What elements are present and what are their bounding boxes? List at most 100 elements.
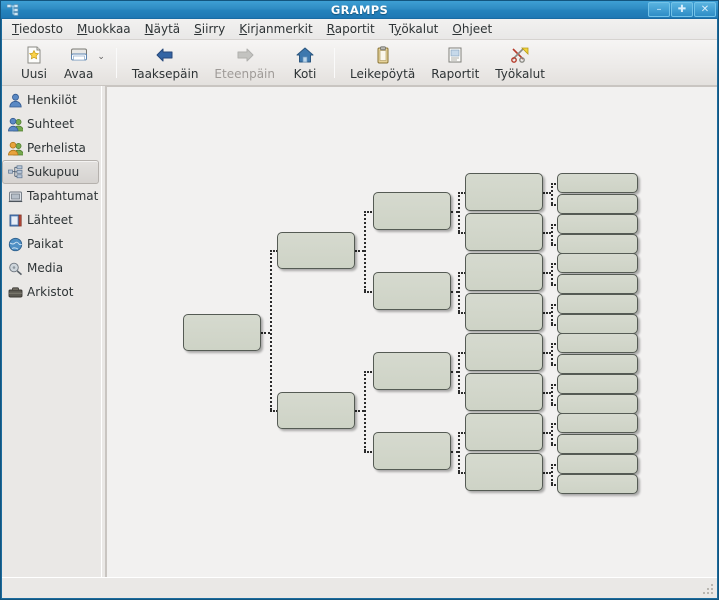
menu-tiedosto[interactable]: Tiedosto [5,20,70,39]
person-box[interactable] [277,392,355,429]
person-box[interactable] [465,413,543,451]
menu-muokkaa[interactable]: Muokkaa [70,20,138,39]
person-box[interactable] [557,374,638,394]
sidebar-item-arkistot[interactable]: Arkistot [2,280,101,304]
new-document-icon [24,44,44,66]
resize-grip-icon[interactable] [701,582,715,596]
title-bar[interactable]: GRAMPS – ✚ ✕ [1,1,718,19]
person-box[interactable] [557,194,638,214]
menu-kirjanmerkit[interactable]: Kirjanmerkit [232,20,319,39]
connector-bracket [270,250,272,410]
menu-tiedosto-label: iedosto [18,21,63,36]
toolbar-tyokalut[interactable]: Työkalut [487,43,553,83]
connector-stub [451,371,458,373]
toolbar-taaksepain-label: Taaksepäin [131,66,199,81]
person-box[interactable] [465,373,543,411]
toolbar-eteenpain: Eteenpäin [206,43,283,83]
menu-siirry-mnemonic: S [194,21,202,36]
person-box[interactable] [277,232,355,269]
open-folder-icon [69,44,89,66]
person-box[interactable] [465,333,543,371]
connector-arm [551,364,559,366]
pedigree-view[interactable] [106,86,717,577]
sidebar-item-henkilot[interactable]: Henkilöt [2,88,101,112]
sidebar-item-perhelista[interactable]: Perhelista [2,136,101,160]
menu-ohjeet[interactable]: Ohjeet [445,20,499,39]
person-box[interactable] [557,413,638,433]
menu-raportit-label: aportit [334,21,375,36]
maximize-button[interactable]: ✚ [671,2,693,17]
menu-tyokalut[interactable]: Työkalut [382,20,446,39]
connector-arm [551,183,559,185]
person-box[interactable] [373,272,451,310]
person-box[interactable] [557,214,638,234]
connector-bracket [458,432,460,472]
connector-bracket [364,211,366,291]
sidebar-item-media[interactable]: Media [2,256,101,280]
connector-arm [458,192,466,194]
sidebar-item-sukupuu-label: Sukupuu [27,165,80,179]
sidebar-item-sukupuu[interactable]: Sukupuu [2,160,99,184]
toolbar-separator-2 [334,47,335,78]
toolbar-uusi-label: Uusi [21,66,47,81]
toolbar-avaa-dropdown[interactable]: ⌄ [97,52,105,62]
person-box[interactable] [557,173,638,193]
connector-arm [458,352,466,354]
connector-stub [543,192,551,194]
person-box[interactable] [557,394,638,414]
person-box[interactable] [465,253,543,291]
person-box[interactable] [373,352,451,390]
sidebar-splitter[interactable] [102,86,106,577]
close-button[interactable]: ✕ [694,2,716,17]
toolbar-leikepoyta[interactable]: Leikepöytä [342,43,423,83]
person-box[interactable] [183,314,261,351]
person-box[interactable] [557,454,638,474]
connector-arm [551,444,559,446]
person-box[interactable] [557,354,638,374]
person-box[interactable] [557,434,638,454]
sidebar-item-lahteet[interactable]: Lähteet [2,208,101,232]
person-box[interactable] [465,453,543,491]
connector-bracket [551,263,553,284]
places-globe-icon [7,236,23,252]
connector-arm [551,384,559,386]
person-box[interactable] [465,293,543,331]
person-box[interactable] [557,294,638,314]
toolbar-raportit[interactable]: Raportit [423,43,487,83]
menu-bar: Tiedosto Muokkaa Näytä Siirry Kirjanmerk… [2,19,717,40]
menu-nayta[interactable]: Näytä [138,20,188,39]
toolbar-avaa[interactable]: Avaa [56,43,101,83]
connector-stub [355,410,364,412]
menu-siirry[interactable]: Siirry [187,20,232,39]
person-box[interactable] [373,192,451,230]
toolbar-koti[interactable]: Koti [283,43,327,83]
toolbar-uusi[interactable]: Uusi [12,43,56,83]
connector-arm [551,204,559,206]
person-box[interactable] [557,253,638,273]
client-area: Tiedosto Muokkaa Näytä Siirry Kirjanmerk… [2,19,717,598]
connector-arm [551,464,559,466]
person-box[interactable] [465,173,543,211]
menu-kirjanmerkit-label: irjanmerkit [247,21,313,36]
sidebar-item-tapahtumat[interactable]: Tapahtumat [2,184,101,208]
connector-stub [543,472,551,474]
person-box[interactable] [557,274,638,294]
relationships-icon [7,116,23,132]
person-box[interactable] [373,432,451,470]
connector-arm [270,410,278,412]
person-box[interactable] [557,314,638,334]
sidebar-item-paikat[interactable]: Paikat [2,232,101,256]
person-box[interactable] [557,474,638,494]
connector-arm [551,224,559,226]
person-box[interactable] [557,234,638,254]
person-box[interactable] [465,213,543,251]
main-body: Henkilöt Suhteet [2,86,717,577]
menu-raportit[interactable]: Raportit [320,20,382,39]
toolbar-taaksepain[interactable]: Taaksepäin [124,43,207,83]
minimize-button[interactable]: – [648,2,670,17]
person-box[interactable] [557,333,638,353]
report-icon [445,44,465,66]
connector-bracket [551,384,553,404]
sidebar-item-suhteet[interactable]: Suhteet [2,112,101,136]
pedigree-canvas[interactable] [107,87,717,577]
